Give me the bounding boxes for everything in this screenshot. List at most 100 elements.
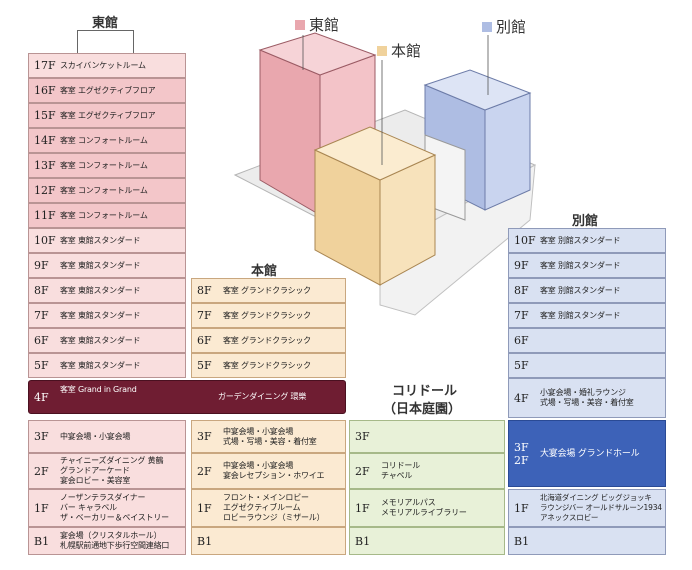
floor-number: 2F: [34, 464, 49, 478]
floor-label: 客室 コンフォートルーム: [60, 160, 148, 170]
floor-label: 客室 エグゼクティブフロア: [60, 110, 156, 120]
corridor-floor-1f: 1F メモリアルパス メモリアルライブラリー: [349, 489, 505, 527]
honkan-color-swatch: [377, 45, 387, 56]
floor-number: 14F: [34, 134, 56, 147]
honkan-floor-3f: 3F 中宴会場・小宴会場 式場・写場・美容・着付室: [191, 420, 346, 453]
bekkan-floor-1f: 1F 北海道ダイニング ビッグジョッキ ラウンジバー オールドサルーン1934 ア…: [508, 489, 666, 527]
east-floor-15f: 15F 客室 エグゼクティブフロア: [28, 103, 186, 128]
floor-label: フロント・メインロビー エグゼクティブルーム ロビーラウンジ（ミザール）: [223, 493, 325, 522]
floor-label: 客室 コンフォートルーム: [60, 185, 148, 195]
floor-number: B1: [514, 534, 530, 548]
east-floor-10f: 10F 客室 東館スタンダード: [28, 228, 186, 253]
honkan-building-label-text: 本館: [391, 42, 422, 60]
honkan-floor-b1: B1: [191, 527, 346, 555]
east-building-roof: [258, 32, 377, 76]
east-building-label: 東館: [295, 14, 339, 35]
floor-number: B1: [34, 534, 50, 548]
bekkan-building-roof: [423, 69, 532, 111]
floor-label: 宴会場（クリスタルホール） 札幌駅前通地下歩行空間連絡口: [60, 531, 170, 550]
floor-number: 8F: [514, 284, 529, 297]
floor-number: 15F: [34, 109, 56, 122]
corridor-column-header: コリドール: [392, 384, 458, 399]
floor-number: 1F: [514, 501, 529, 515]
floor-label: 客室 別館スタンダード: [540, 235, 621, 245]
building-illustration: [233, 32, 537, 316]
floor-number: 5F: [34, 359, 49, 372]
floor-number: 1F: [355, 501, 370, 515]
floor-label: 客室 グランドクラシック: [223, 360, 311, 370]
floor-label: メモリアルパス メモリアルライブラリー: [381, 498, 467, 517]
east-floor-5f: 5F 客室 東館スタンダード: [28, 353, 186, 378]
floor-number: 13F: [34, 159, 56, 172]
floor-label: 客室 グランドクラシック: [223, 335, 311, 345]
floor-number-2f: 2F: [514, 453, 529, 467]
floor-number: 1F: [34, 501, 49, 515]
bekkan-building-label-text: 別館: [496, 18, 527, 36]
floor-label: ノーザンテラスダイナー バー キャラベル ザ・ベーカリー＆ペイストリー: [60, 493, 169, 522]
floor-label: 客室 グランドクラシック: [223, 285, 311, 295]
corridor-floor-3f: 3F: [349, 420, 505, 453]
floor-label: 客室 コンフォートルーム: [60, 210, 148, 220]
east-building-label-text: 東館: [309, 16, 340, 34]
floor-label: 中宴会場・小宴会場 宴会レセプション・ホワイエ: [223, 461, 325, 480]
bekkan-floor-b1: B1: [508, 527, 666, 555]
bekkan-color-swatch: [482, 21, 492, 32]
floor-label: 中宴会場・小宴会場 式場・写場・美容・着付室: [223, 426, 317, 446]
floor-number: 2F: [355, 464, 370, 478]
floor-number: 5F: [197, 359, 212, 372]
floor-number: 9F: [34, 259, 49, 272]
floor-label: 客室 別館スタンダード: [540, 260, 621, 270]
floor-label: 客室 東館スタンダード: [60, 360, 141, 370]
floor-label: 客室 東館スタンダード: [60, 310, 141, 320]
bekkan-column-header: 別館: [572, 214, 599, 229]
floor-label: 客室 Grand in Grand: [60, 385, 137, 394]
floor-label: 客室 コンフォートルーム: [60, 135, 148, 145]
floor-number: 8F: [197, 284, 212, 297]
floor-number-3f: 3F: [514, 440, 529, 454]
honkan-4f-label: ガーデンダイニング 環樂: [218, 392, 307, 401]
floor-number: 10F: [514, 234, 536, 247]
floor-number: 17F: [34, 59, 56, 72]
floor-number: B1: [355, 534, 371, 548]
floor-number: 3F: [197, 430, 212, 443]
floor-number: 3F: [34, 430, 49, 443]
east-column-header: 東館: [92, 16, 119, 31]
floor-number: 2F: [197, 464, 212, 478]
honkan-floor-7f: 7F 客室 グランドクラシック: [191, 303, 346, 328]
bekkan-floor-3f-2f-grand-hall: 3F 2F 大宴会場 グランドホール: [508, 420, 666, 487]
floor-label: 客室 別館スタンダード: [540, 285, 621, 295]
honkan-building-roof: [313, 126, 437, 181]
bekkan-building-label: 別館: [482, 16, 526, 37]
east-floor-3f: 3F 中宴会場・小宴会場: [28, 420, 186, 453]
floor-label: 客室 エグゼクティブフロア: [60, 85, 156, 95]
bekkan-floor-10f: 10F 客室 別館スタンダード: [508, 228, 666, 253]
honkan-building-label: 本館: [377, 40, 421, 61]
floor-label: 北海道ダイニング ビッグジョッキ ラウンジバー オールドサルーン1934 アネッ…: [540, 493, 662, 522]
floor-label: 客室 東館スタンダード: [60, 285, 141, 295]
bekkan-floor-6f: 6F: [508, 328, 666, 353]
east-floor-1f: 1F ノーザンテラスダイナー バー キャラベル ザ・ベーカリー＆ペイストリー: [28, 489, 186, 527]
floor-number: B1: [197, 534, 213, 548]
bekkan-floor-8f: 8F 客室 別館スタンダード: [508, 278, 666, 303]
floor-number: 5F: [514, 359, 529, 372]
honkan-column-header: 本館: [251, 264, 278, 279]
floor-label: 中宴会場・小宴会場: [60, 431, 131, 441]
floor-number: 10F: [34, 234, 56, 247]
floor-number: 1F: [197, 501, 212, 515]
floor-number: 7F: [34, 309, 49, 322]
honkan-floor-5f: 5F 客室 グランドクラシック: [191, 353, 346, 378]
floor-label: 客室 グランドクラシック: [223, 310, 311, 320]
east-color-swatch: [295, 19, 305, 30]
floor-number: 7F: [197, 309, 212, 322]
floor-label: 客室 東館スタンダード: [60, 235, 141, 245]
